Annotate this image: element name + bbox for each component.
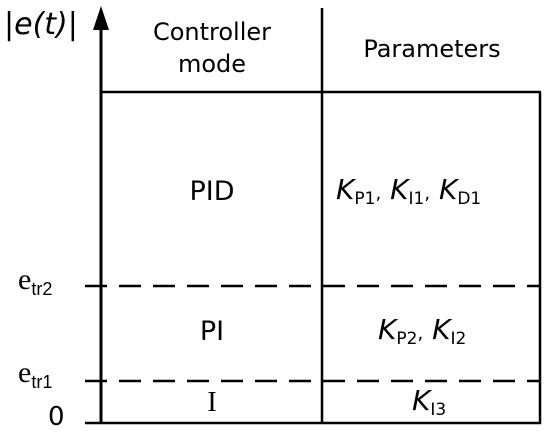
threshold-label-tr1: etr1 xyxy=(18,356,53,392)
mode-pi: PI xyxy=(199,316,225,347)
params-pid: KP1, KI1, KD1 xyxy=(336,173,482,209)
params-pi: KP2, KI2 xyxy=(378,313,467,349)
param-ki1: KI1 xyxy=(390,173,425,209)
param-ki2: KI2 xyxy=(432,313,467,349)
param-kp1: KP1 xyxy=(336,173,376,209)
header-parameters: Parameters xyxy=(363,35,501,63)
threshold-tr2-sub: tr2 xyxy=(31,279,53,299)
threshold-tr1-sub: tr1 xyxy=(31,372,53,392)
y-axis-arrow xyxy=(93,6,109,30)
param-kd1: KD1 xyxy=(438,173,482,209)
params-i: KI3 xyxy=(412,387,446,419)
param-kp2: KP2 xyxy=(378,313,418,349)
threshold-tr2-base: e xyxy=(18,263,32,296)
threshold-label-tr2: etr2 xyxy=(18,263,53,299)
header-mode-line2: mode xyxy=(177,50,247,78)
header-mode-line1: Controller xyxy=(152,18,272,46)
mode-pid: PID xyxy=(189,176,235,207)
threshold-tr1-base: e xyxy=(18,356,32,389)
origin-label: 0 xyxy=(48,402,65,432)
mode-i: I xyxy=(207,387,217,418)
y-axis-label: |e(t)| xyxy=(4,7,78,42)
param-ki3: KI3 xyxy=(412,384,447,420)
